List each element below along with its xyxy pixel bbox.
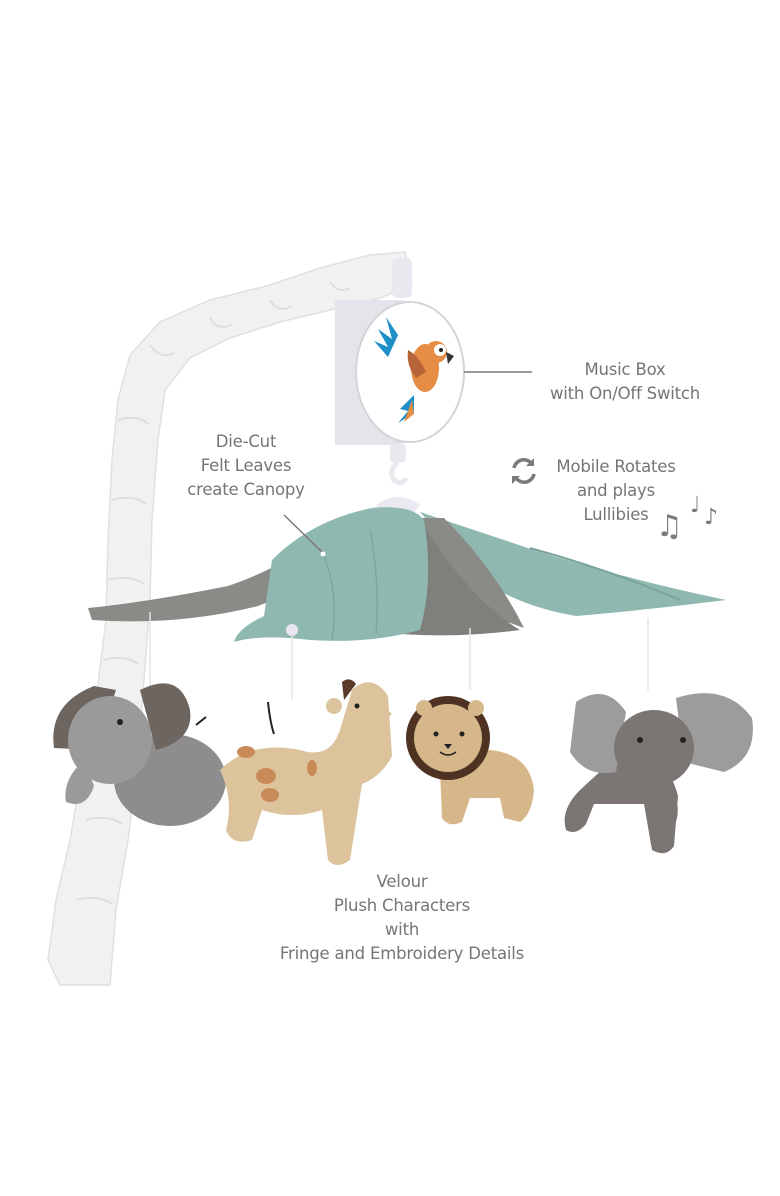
svg-text:♩: ♩ [690,493,700,518]
music-box-callout: Music Box with On/Off Switch [540,358,710,406]
hanging-strings [149,612,649,700]
crib-arm [47,251,413,986]
callout-line: create Canopy [187,480,305,499]
felt-leaf-canopy [88,507,726,642]
beamed-notes-icon: ♫ [656,509,683,544]
callout-line: Fringe and Embroidery Details [279,944,525,963]
elephant-left-plush [53,683,226,826]
lion-plush [406,696,534,825]
callout-line: Plush Characters [333,896,471,915]
callout-line: Mobile Rotates [556,457,676,476]
felt-leaves-callout: Die-Cut Felt Leaves create Canopy [172,430,320,502]
leaves-leader-line [283,514,324,554]
giraffe-plush [220,679,392,865]
eighth-notes-icon: ♩ ♪ [690,493,718,530]
callout-line: Die-Cut [215,432,277,451]
rotate-arrows-icon [512,458,536,484]
svg-text:♫: ♫ [656,509,683,544]
callout-line: with On/Off Switch [549,384,701,403]
callout-line: and plays [576,481,656,500]
elephant-right-plush [564,693,753,854]
rotation-callout: Mobile Rotates and plays Lullibies [548,455,684,527]
plush-characters-callout: Velour Plush Characters with Fringe and … [270,870,534,966]
callout-line: Music Box [584,360,666,379]
callout-line: Lullibies [583,505,649,524]
svg-text:♪: ♪ [704,505,718,530]
music-box [335,258,532,515]
callout-line: Velour [376,872,428,891]
parrot-decal-icon [374,317,454,423]
callout-line: with [384,920,420,939]
callout-line: Felt Leaves [200,456,292,475]
